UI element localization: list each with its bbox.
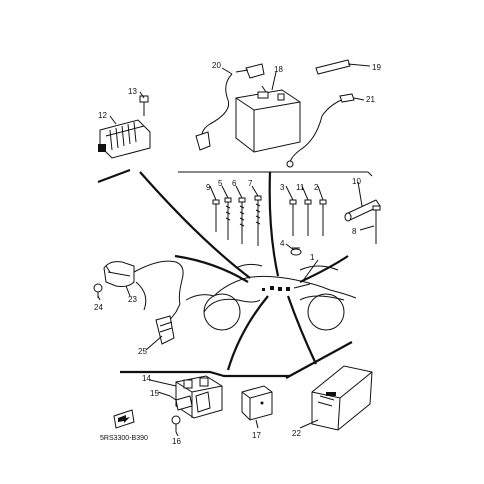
border-right-group (367, 171, 373, 177)
border-left-group (97, 168, 131, 184)
bolt-9-part (212, 199, 220, 232)
clip-4-part (290, 247, 302, 256)
border-bottom-right-group (285, 341, 353, 379)
front-arrow-icon (113, 409, 135, 429)
leader-battery-tray (268, 171, 280, 277)
callout-13: 13 (128, 87, 137, 96)
callout-19: 19 (372, 63, 381, 72)
bolt-13-part (139, 95, 149, 116)
callout-3: 3 (280, 183, 285, 192)
battery-cable-21-part (286, 93, 355, 168)
ignition-coil-part (103, 260, 184, 313)
callout-leaders (97, 63, 375, 437)
callout-6: 6 (232, 179, 237, 188)
bolt-8-part (372, 205, 381, 244)
callout-25: 25 (138, 347, 147, 356)
diagram-code: 5RS3300-B390 (100, 435, 148, 442)
vehicle-frame-outline (185, 263, 357, 331)
battery-part (235, 85, 301, 153)
callout-17: 17 (252, 431, 261, 440)
leader-ignition (174, 254, 249, 283)
callout-21: 21 (366, 95, 375, 104)
battery-band-19-part (315, 59, 351, 75)
callout-11: 11 (296, 183, 305, 192)
leader-regulator (139, 171, 251, 279)
callout-1: 1 (310, 253, 315, 262)
bolt-11-part (304, 199, 312, 236)
callout-12: 12 (98, 111, 107, 120)
bolt-3-part (289, 199, 297, 236)
callout-24: 24 (94, 303, 103, 312)
battery-cable-20-part (195, 63, 265, 151)
border-bottom-left-group (120, 370, 290, 378)
callout-22: 22 (292, 429, 301, 438)
callout-2: 2 (314, 183, 319, 192)
callout-8: 8 (352, 227, 357, 236)
bolt-2-part (319, 199, 327, 236)
callout-9: 9 (206, 183, 211, 192)
relay-assembly-part (175, 375, 223, 419)
callout-18: 18 (274, 65, 283, 74)
bolt-24-part (93, 283, 103, 298)
callout-5: 5 (218, 179, 223, 188)
leader-right (299, 255, 349, 283)
callout-23: 23 (128, 295, 137, 304)
rectifier-regulator-part (98, 119, 151, 159)
callout-20: 20 (212, 61, 221, 70)
callout-16: 16 (172, 437, 181, 446)
bolt-6-part (238, 197, 246, 244)
cdi-unit-part (311, 365, 373, 431)
bolt-5-part (224, 197, 232, 240)
bolt-16-part (171, 415, 181, 432)
callout-7: 7 (248, 179, 253, 188)
callout-4: 4 (280, 239, 285, 248)
bolt-7-part (254, 195, 262, 246)
leader-relay (226, 295, 269, 371)
callout-15: 15 (150, 389, 159, 398)
callout-14: 14 (142, 374, 151, 383)
callout-10: 10 (352, 177, 361, 186)
leader-cdi (286, 295, 317, 365)
tube-10-part (344, 199, 381, 222)
fuse-part (169, 395, 193, 411)
relay-17-part (241, 385, 273, 421)
